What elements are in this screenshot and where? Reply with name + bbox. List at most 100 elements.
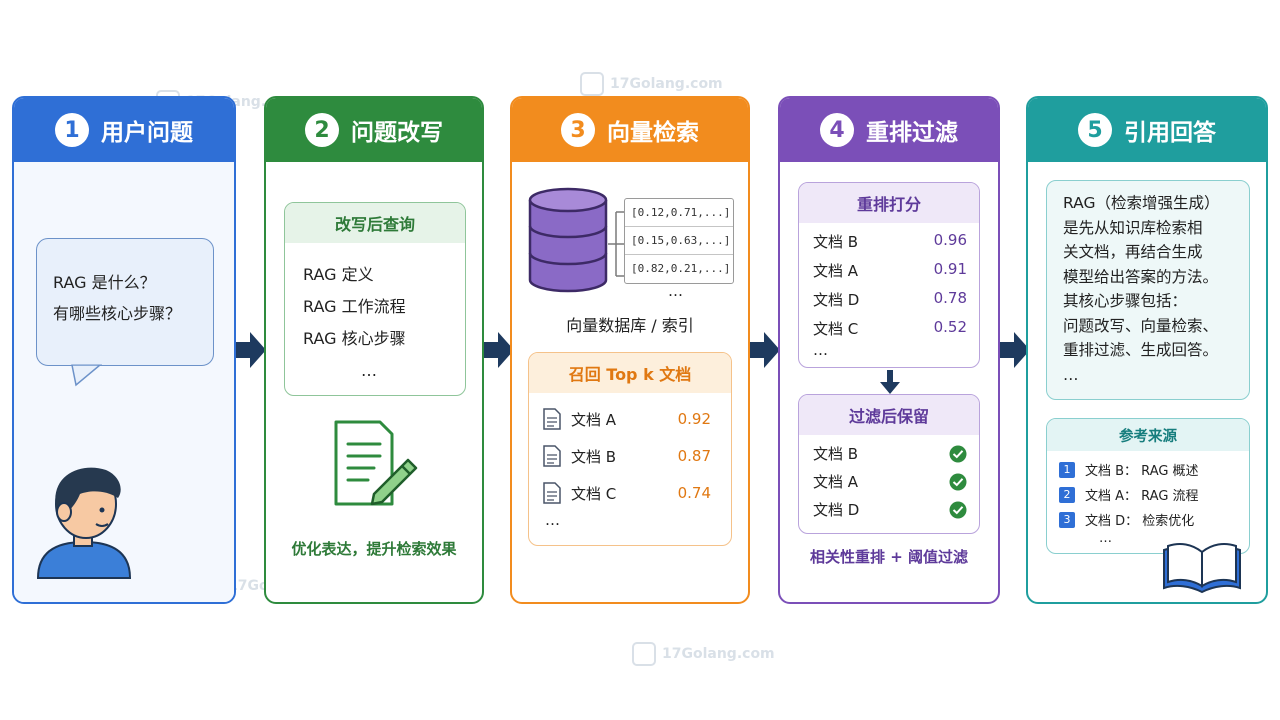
watermark-logo-icon: [580, 72, 604, 96]
doc-score: 0.91: [933, 260, 967, 278]
answer-box: RAG（检索增强生成） 是先从知识库检索相 关文档，再结合生成 模型给出答案的方…: [1046, 180, 1250, 400]
card-title: 重排打分: [799, 183, 979, 223]
step-number: 5: [1078, 113, 1112, 147]
vector-item: [0.15,0.63,...]: [625, 227, 733, 255]
card-title: 参考来源: [1047, 419, 1249, 451]
arrow-down-icon: [880, 370, 900, 394]
doc-name: 文档 A: [571, 410, 617, 429]
answer-line: 是先从知识库检索相: [1063, 218, 1203, 237]
source-number: 2: [1059, 486, 1075, 503]
vector-ellipsis: …: [668, 282, 683, 300]
score-row: 文档 A 0.91: [813, 260, 967, 281]
query-item: RAG 核心步骤: [303, 329, 406, 348]
doc-score: 0.87: [677, 447, 711, 465]
question-line: 有哪些核心步骤？: [53, 304, 182, 323]
doc-name: 文档 A: [813, 262, 859, 280]
watermark: 17Golang.com: [632, 642, 775, 666]
kept-row: 文档 A: [813, 471, 967, 492]
step-number: 3: [561, 113, 595, 147]
doc-score: 0.52: [933, 318, 967, 336]
file-icon: [543, 482, 561, 504]
step-title: 重排过滤: [866, 120, 958, 146]
ellipsis: …: [361, 361, 377, 380]
panel-rerank-filter: 4 重排过滤 重排打分 文档 B 0.96 文档 A 0.91 文档 D 0.78 文…: [778, 96, 1000, 604]
panel-header: 5 引用回答: [1028, 98, 1266, 162]
panel-header: 1 用户问题: [14, 98, 234, 162]
step-number: 4: [820, 113, 854, 147]
panel-query-rewrite: 2 问题改写 改写后查询 RAG 定义 RAG 工作流程 RAG 核心步骤 … …: [264, 96, 484, 604]
panel-vector-retrieval: 3 向量检索 [0.12,0.71,...] [0.15,0.63,...] […: [510, 96, 750, 604]
arrow-right-icon: [484, 332, 514, 368]
doc-score: 0.92: [677, 410, 711, 428]
topk-card: 召回 Top k 文档 文档 A 0.92 文档 B 0.87: [528, 352, 732, 546]
arrow-right-icon: [1000, 332, 1030, 368]
open-book-icon: [1163, 543, 1241, 594]
vector-item: [0.12,0.71,...]: [625, 199, 733, 227]
doc-row: 文档 C 0.74: [543, 481, 719, 505]
query-item: RAG 定义: [303, 265, 374, 284]
doc-name: 文档 C: [571, 484, 617, 503]
doc-name: 文档 C: [813, 320, 859, 338]
ellipsis: …: [813, 341, 828, 359]
watermark: 17Golang.com: [580, 72, 723, 96]
question-line: RAG 是什么？: [53, 273, 156, 292]
watermark-logo-icon: [632, 642, 656, 666]
document-pencil-icon: [334, 420, 418, 506]
rerank-score-card: 重排打分 文档 B 0.96 文档 A 0.91 文档 D 0.78 文档 C 0.52…: [798, 182, 980, 368]
source-number: 1: [1059, 461, 1075, 478]
step-number: 1: [55, 113, 89, 147]
bubble-tail-icon: [71, 363, 103, 387]
doc-score: 0.78: [933, 289, 967, 307]
score-row: 文档 B 0.96: [813, 231, 967, 252]
source-number: 3: [1059, 511, 1075, 528]
panel-header: 4 重排过滤: [780, 98, 998, 162]
doc-name: 文档 A: [813, 473, 859, 491]
person-avatar-icon: [36, 467, 132, 579]
arrow-right-icon: [750, 332, 780, 368]
vector-list: [0.12,0.71,...] [0.15,0.63,...] [0.82,0.…: [624, 198, 734, 284]
db-label: 向量数据库 / 索引: [566, 316, 694, 335]
rerank-caption: 相关性重排 + 阈值过滤: [809, 548, 968, 566]
answer-line: RAG（检索增强生成）: [1063, 194, 1220, 212]
kept-list: 文档 B 文档 A 文档 D: [799, 435, 979, 533]
kept-row: 文档 B: [813, 443, 967, 464]
doc-name: 文档 D: [813, 501, 860, 519]
source-text: 文档 A： RAG 流程: [1085, 489, 1199, 504]
doc-name: 文档 B: [571, 447, 617, 466]
step-number: 2: [305, 113, 339, 147]
source-text: 文档 B： RAG 概述: [1085, 464, 1199, 479]
doc-row: 文档 A 0.92: [543, 407, 719, 431]
doc-score: 0.96: [933, 231, 967, 249]
ellipsis: …: [545, 511, 560, 529]
file-icon: [543, 408, 561, 430]
card-title: 召回 Top k 文档: [529, 353, 731, 393]
score-row: 文档 C 0.52: [813, 318, 967, 339]
answer-line: 关文档，再结合生成: [1063, 243, 1203, 261]
file-icon: [543, 445, 561, 467]
step-title: 问题改写: [351, 120, 443, 146]
database-icon: [528, 187, 608, 293]
card-title: 过滤后保留: [799, 395, 979, 435]
panel-user-question: 1 用户问题 RAG 是什么？ 有哪些核心步骤？: [12, 96, 236, 604]
vector-item: [0.82,0.21,...]: [631, 262, 731, 275]
question-bubble: RAG 是什么？ 有哪些核心步骤？: [36, 238, 214, 366]
doc-score: 0.74: [677, 484, 711, 502]
source-row: 1 文档 B： RAG 概述: [1059, 460, 1199, 479]
query-list: RAG 定义 RAG 工作流程 RAG 核心步骤 …: [285, 243, 465, 387]
rewritten-query-card: 改写后查询 RAG 定义 RAG 工作流程 RAG 核心步骤 …: [284, 202, 466, 396]
kept-row: 文档 D: [813, 499, 967, 520]
doc-name: 文档 B: [813, 233, 859, 251]
step-title: 用户问题: [101, 120, 193, 146]
doc-name: 文档 D: [813, 291, 860, 309]
doc-row: 文档 B 0.87: [543, 444, 719, 468]
doc-list: 文档 A 0.92 文档 B 0.87 文档 C 0.74: [529, 393, 731, 543]
step-title: 引用回答: [1124, 120, 1216, 146]
panel-cited-answer: 5 引用回答 RAG（检索增强生成） 是先从知识库检索相 关文档，再结合生成 模…: [1026, 96, 1268, 604]
answer-line: 模型给出答案的方法。: [1063, 267, 1219, 286]
check-circle-icon: [949, 473, 967, 490]
answer-line: 重排过滤、生成回答。: [1063, 341, 1219, 359]
answer-line: 问题改写、向量检索、: [1063, 316, 1219, 335]
